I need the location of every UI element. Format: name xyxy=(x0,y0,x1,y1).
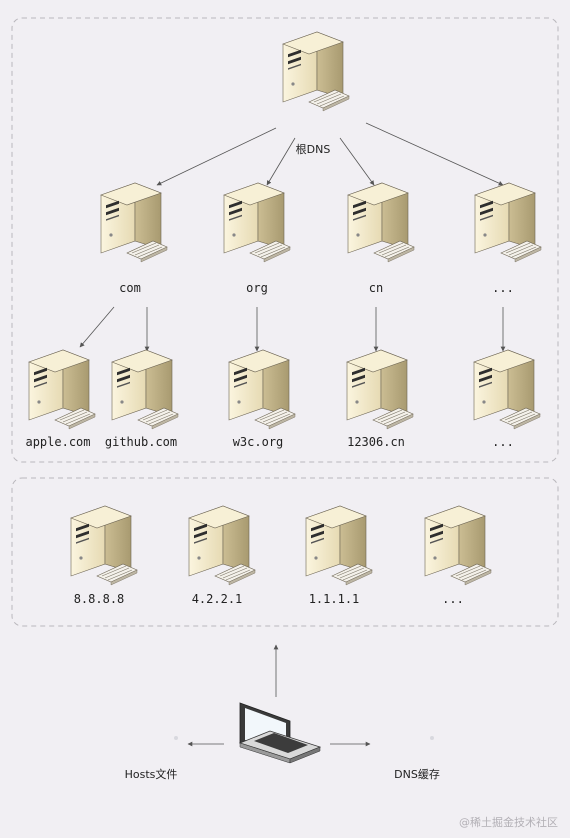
root-dns-server-icon xyxy=(282,31,350,112)
arrow-root-to-com xyxy=(156,127,277,186)
dns-hierarchy-group xyxy=(11,17,559,463)
resolver-8888-label: 8.8.8.8 xyxy=(73,592,125,606)
small-markers xyxy=(174,736,434,740)
dns-cache-label: DNS缓存 xyxy=(394,768,440,781)
w3c-server-icon xyxy=(228,349,296,430)
cache-marker-icon xyxy=(430,736,434,740)
resolver-4221-label: 4.2.2.1 xyxy=(191,592,243,606)
client-laptop-icon xyxy=(239,702,321,764)
12306-server-icon xyxy=(346,349,414,430)
public-resolver-group xyxy=(11,477,559,627)
arrow-root-to-org xyxy=(266,137,296,186)
arrow-root-to-more xyxy=(365,122,504,186)
tld-com-label: com xyxy=(119,281,141,295)
tld-org-server-icon xyxy=(223,182,291,263)
tld-org-label: org xyxy=(246,281,268,295)
more-authoritative-server-icon xyxy=(473,349,541,430)
resolver-more-label: ... xyxy=(442,592,464,606)
more-authoritative-label: ... xyxy=(492,435,514,449)
watermark: @稀土掘金技术社区 xyxy=(459,816,558,829)
w3c-label: w3c.org xyxy=(232,435,284,449)
resolver-8888-server-icon xyxy=(70,505,138,586)
hosts-file-label: Hosts文件 xyxy=(124,768,178,781)
resolver-1111-label: 1.1.1.1 xyxy=(308,592,360,606)
tld-com-server-icon xyxy=(100,182,168,263)
resolver-more-server-icon xyxy=(424,505,492,586)
hosts-marker-icon xyxy=(174,736,178,740)
apple-label: apple.com xyxy=(25,435,91,449)
resolver-1111-server-icon xyxy=(305,505,373,586)
resolver-4221-server-icon xyxy=(188,505,256,586)
arrow-com-to-apple xyxy=(79,306,115,348)
connection-arrows xyxy=(79,122,506,747)
tld-cn-server-icon xyxy=(347,182,415,263)
tld-more-label: ... xyxy=(492,281,514,295)
github-server-icon xyxy=(111,349,179,430)
github-label: github.com xyxy=(104,435,178,449)
12306-label: 12306.cn xyxy=(347,435,405,449)
tld-cn-label: cn xyxy=(368,281,384,295)
apple-server-icon xyxy=(28,349,96,430)
root-dns-label: 根DNS xyxy=(295,143,331,156)
tld-more-server-icon xyxy=(474,182,542,263)
arrow-root-to-cn xyxy=(339,137,375,186)
